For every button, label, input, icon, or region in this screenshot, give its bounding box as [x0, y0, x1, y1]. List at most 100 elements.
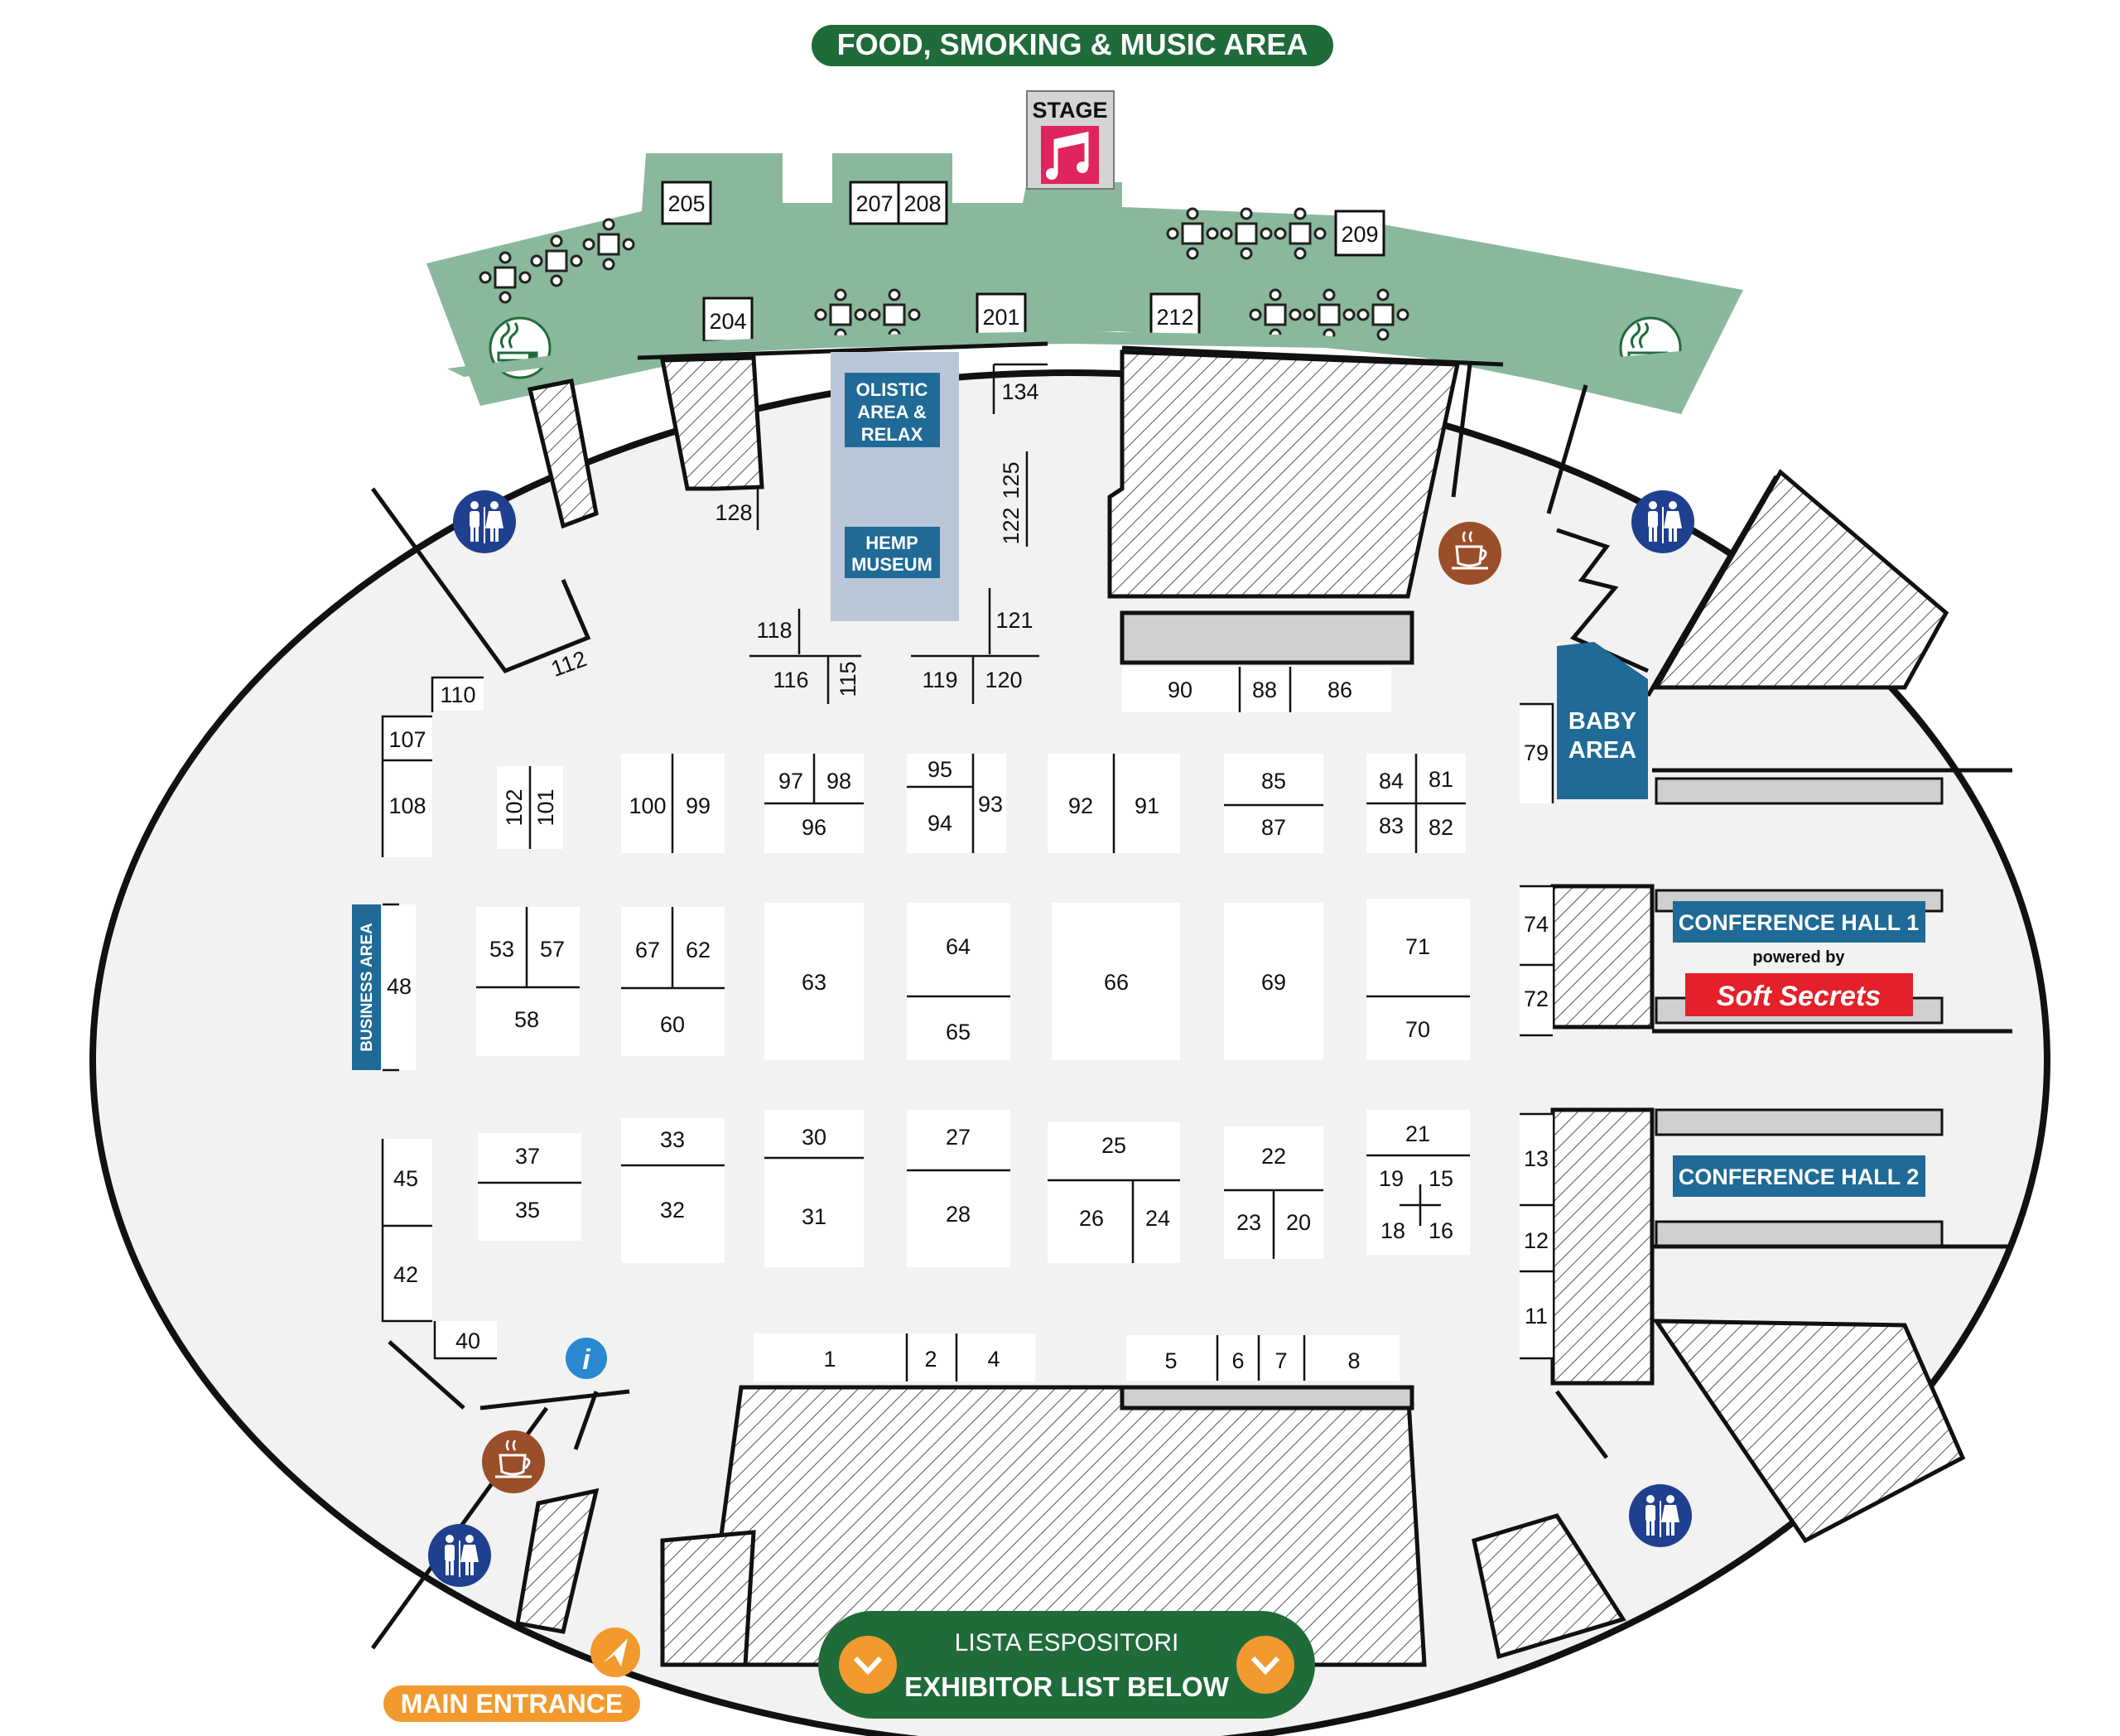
booth-42[interactable]: 42 [393, 1262, 418, 1287]
booth-93[interactable]: 93 [978, 792, 1003, 817]
booth-134[interactable]: 134 [992, 363, 1048, 414]
exhibitor-list-button[interactable]: LISTA ESPOSITORI EXHIBITOR LIST BELOW [818, 1611, 1315, 1719]
booth-208[interactable]: 208 [897, 181, 948, 225]
booth-115[interactable]: 115 [826, 656, 860, 704]
booth-110[interactable]: 110 [431, 676, 484, 712]
booth-12[interactable]: 12 [1524, 1228, 1549, 1253]
booth-86[interactable]: 86 [1327, 678, 1352, 702]
booth-19[interactable]: 19 [1379, 1166, 1404, 1191]
booth-48[interactable]: 48 [383, 903, 416, 1072]
booth-82[interactable]: 82 [1429, 815, 1453, 840]
booth-4[interactable]: 4 [987, 1347, 1000, 1372]
stage: STAGE [1026, 90, 1115, 190]
booth-90[interactable]: 90 [1122, 667, 1391, 712]
booth-31[interactable]: 31 [802, 1204, 826, 1229]
booth-65[interactable]: 65 [946, 1020, 971, 1044]
booth-204[interactable]: 204 [702, 297, 754, 343]
booth-57[interactable]: 57 [540, 937, 565, 962]
booth-212[interactable]: 212 [1149, 292, 1201, 339]
booth-100[interactable]: 100 [621, 754, 725, 853]
booth-23[interactable]: 23 [1236, 1210, 1261, 1235]
booth-72[interactable]: 72 [1524, 986, 1549, 1011]
booth-92[interactable]: 92 [1048, 754, 1180, 853]
svg-text:21: 21 [1405, 1121, 1430, 1146]
booth-53[interactable]: 53 [476, 907, 580, 1056]
booth-58[interactable]: 58 [514, 1007, 539, 1032]
booth-30[interactable]: 30 [764, 1110, 864, 1267]
booth-20[interactable]: 20 [1286, 1210, 1311, 1235]
booth-98[interactable]: 98 [826, 769, 851, 793]
booth-102[interactable]: 102 [497, 766, 563, 849]
booth-5[interactable]: 5 [1126, 1335, 1400, 1381]
booth-6[interactable]: 6 [1231, 1348, 1244, 1373]
booth-33[interactable]: 33 [621, 1118, 725, 1263]
booth-13[interactable]: 13 [1520, 1112, 1553, 1360]
booth-2[interactable]: 2 [924, 1347, 937, 1372]
booth-108[interactable]: 108 [388, 793, 426, 818]
booth-63[interactable]: 63 [764, 903, 864, 1060]
booth-97[interactable]: 97 [764, 754, 864, 853]
booth-18[interactable]: 18 [1380, 1218, 1405, 1243]
booth-1[interactable]: 1 [754, 1333, 1035, 1382]
booth-101[interactable]: 101 [533, 788, 558, 826]
booth-128[interactable]: 128 [715, 489, 759, 530]
booth-64[interactable]: 64 [907, 903, 1010, 1060]
booth-35[interactable]: 35 [515, 1198, 540, 1222]
booth-25[interactable]: 25 [1048, 1122, 1180, 1263]
booth-209[interactable]: 209 [1334, 210, 1385, 257]
booth-116[interactable]: 116 [749, 654, 861, 692]
booth-16[interactable]: 16 [1429, 1218, 1453, 1243]
booth-205[interactable]: 205 [661, 181, 712, 225]
booth-22[interactable]: 22 [1224, 1126, 1323, 1259]
booth-83[interactable]: 83 [1379, 813, 1404, 838]
booth-71[interactable]: 71 [1366, 899, 1470, 1060]
svg-text:66: 66 [1104, 970, 1129, 995]
booth-26[interactable]: 26 [1079, 1206, 1104, 1231]
booth-27[interactable]: 27 [907, 1110, 1010, 1267]
booth-70[interactable]: 70 [1405, 1017, 1430, 1042]
booth-201[interactable]: 201 [976, 292, 1027, 339]
booth-81[interactable]: 81 [1429, 767, 1453, 792]
booth-88[interactable]: 88 [1252, 678, 1277, 702]
booth-62[interactable]: 62 [686, 938, 711, 962]
conference-hall-1[interactable]: CONFERENCE HALL 1 powered by Soft Secret… [1673, 901, 1925, 1016]
booth-96[interactable]: 96 [802, 815, 826, 840]
booth-32[interactable]: 32 [660, 1198, 685, 1222]
booth-87[interactable]: 87 [1261, 815, 1286, 840]
booth-8[interactable]: 8 [1347, 1348, 1360, 1373]
booth-125[interactable]: 125 [999, 461, 1024, 499]
booth-24[interactable]: 24 [1145, 1206, 1170, 1231]
booth-207[interactable]: 207 [849, 181, 900, 225]
booth-99[interactable]: 99 [686, 793, 711, 818]
booth-21[interactable]: 21 [1366, 1110, 1470, 1255]
restroom-icon [1631, 490, 1694, 553]
booth-85[interactable]: 85 [1224, 754, 1323, 853]
booth-60[interactable]: 60 [660, 1012, 685, 1037]
booth-37[interactable]: 37 [478, 1133, 581, 1241]
svg-text:65: 65 [946, 1020, 971, 1044]
booth-7[interactable]: 7 [1274, 1348, 1287, 1373]
booth-79[interactable]: 79 [1520, 702, 1554, 803]
booth-107[interactable]: 107 [381, 715, 432, 857]
booth-74[interactable]: 74 [1520, 885, 1553, 1037]
svg-text:128: 128 [715, 500, 752, 525]
booth-15[interactable]: 15 [1429, 1166, 1453, 1191]
booth-94[interactable]: 94 [928, 811, 952, 836]
booth-121[interactable]: 121 [988, 588, 1034, 654]
booth-11[interactable]: 11 [1525, 1304, 1548, 1329]
booth-66[interactable]: 66 [1052, 903, 1180, 1060]
booth-84[interactable]: 84 [1366, 754, 1466, 853]
booth-67[interactable]: 67 [621, 907, 725, 1056]
booth-119[interactable]: 119 [911, 654, 1039, 692]
booth-28[interactable]: 28 [946, 1202, 971, 1227]
conference-hall-2[interactable]: CONFERENCE HALL 2 [1673, 1155, 1925, 1197]
booth-122[interactable]: 122 [999, 451, 1029, 547]
booth-69[interactable]: 69 [1224, 903, 1323, 1060]
booth-45[interactable]: 45 [381, 1139, 432, 1323]
booth-95[interactable]: 95 [907, 754, 1006, 853]
booth-91[interactable]: 91 [1135, 793, 1159, 818]
booth-120[interactable]: 120 [971, 656, 1023, 704]
booth-118[interactable]: 118 [756, 609, 801, 654]
main-entrance[interactable]: MAIN ENTRANCE [383, 1628, 640, 1722]
booth-40[interactable]: 40 [433, 1321, 497, 1360]
